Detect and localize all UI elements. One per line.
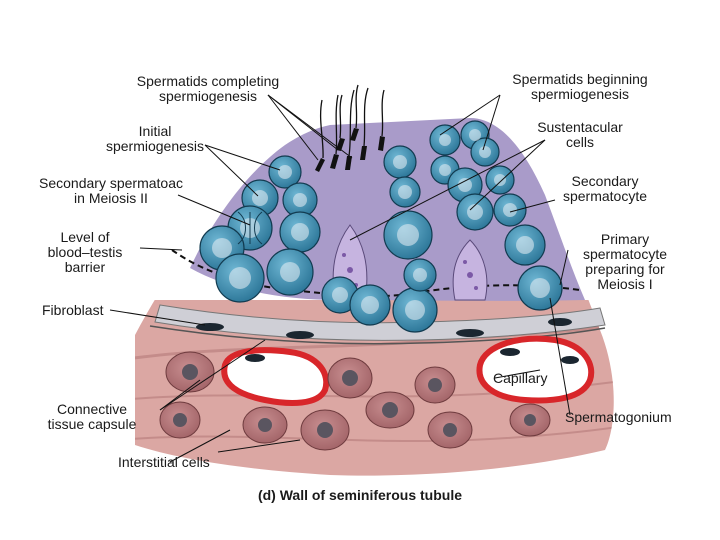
label-initial-spermiogenesis: Initial spermiogenesis xyxy=(95,124,215,154)
label-line: Primary xyxy=(600,231,650,247)
label-line: Sustentacular xyxy=(537,119,623,135)
capillary-right xyxy=(476,335,595,404)
label-line: spermiogenesis xyxy=(105,138,205,154)
label-line: Initial xyxy=(138,123,172,139)
label-line: Level of xyxy=(60,229,110,245)
label-spermatogonium: Spermatogonium xyxy=(565,409,672,425)
label-fibroblast: Fibroblast xyxy=(42,302,104,318)
label-spermatids-completing: Spermatids completing spermiogenesis xyxy=(128,74,288,104)
label-sustentacular-cells: Sustentacular cells xyxy=(520,120,640,150)
germ-cell-nuclei xyxy=(212,129,550,320)
label-line: preparing for xyxy=(585,261,665,277)
label-line: spermatocyte xyxy=(582,246,668,262)
label-line: Meiosis I xyxy=(597,276,653,292)
label-line: spermiogenesis xyxy=(158,88,258,104)
label-connective-tissue-capsule: Connective tissue capsule xyxy=(22,402,162,432)
label-secondary-spermatocyte-meiosis: Secondary spermatoac in Meiosis II xyxy=(36,176,186,206)
label-line: spermatocyte xyxy=(562,188,648,204)
leader-lines xyxy=(109,94,571,463)
label-primary-spermatocyte: Primary spermatocyte preparing for Meios… xyxy=(570,232,680,292)
label-line: spermiogenesis xyxy=(530,86,630,102)
dividing-spermatocyte xyxy=(237,211,263,245)
label-interstitial-cells: Interstitial cells xyxy=(118,454,210,470)
label-line: Secondary spermatoac xyxy=(39,175,183,191)
label-line: cells xyxy=(565,134,594,150)
label-line: Spermatids beginning xyxy=(512,71,648,87)
label-line: in Meiosis II xyxy=(74,190,148,206)
label-line: tissue capsule xyxy=(47,416,137,432)
label-line: Spermatids completing xyxy=(136,73,280,89)
label-line: blood–testis xyxy=(47,244,123,260)
label-blood-testis-barrier: Level of blood–testis barrier xyxy=(30,230,140,275)
label-secondary-spermatocyte: Secondary spermatocyte xyxy=(540,174,670,204)
capillary-left xyxy=(221,347,330,406)
label-line: Connective xyxy=(56,401,128,417)
figure-caption: (d) Wall of seminiferous tubule xyxy=(257,487,463,503)
label-capillary: Capillary xyxy=(493,370,548,386)
label-spermatids-beginning: Spermatids beginning spermiogenesis xyxy=(500,72,660,102)
fibroblast-layer xyxy=(149,304,606,345)
label-line: barrier xyxy=(64,259,106,275)
label-line: Secondary xyxy=(571,173,639,189)
